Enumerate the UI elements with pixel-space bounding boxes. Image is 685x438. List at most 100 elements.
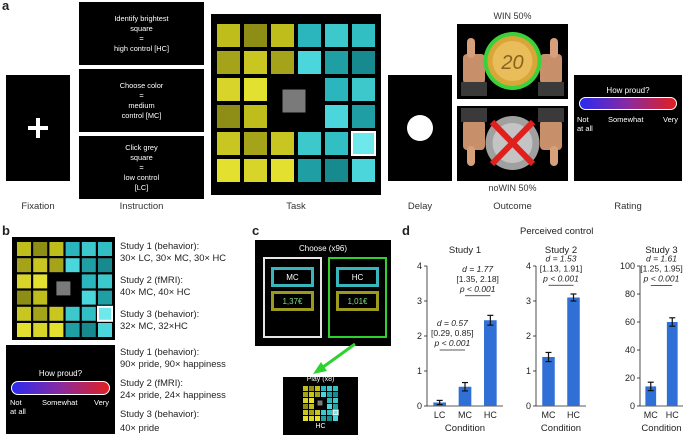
stimulus-square[interactable] <box>98 274 112 289</box>
stimulus-square[interactable] <box>315 416 320 421</box>
stimulus-square[interactable] <box>217 51 240 74</box>
stimulus-square[interactable] <box>352 78 375 101</box>
grey-square[interactable] <box>282 89 306 113</box>
stimulus-square[interactable] <box>81 306 96 321</box>
stimulus-square[interactable] <box>325 159 348 182</box>
stimulus-square[interactable] <box>49 306 64 321</box>
stimulus-square[interactable] <box>33 242 48 256</box>
stimulus-square[interactable] <box>65 258 80 273</box>
stimulus-square[interactable] <box>352 159 375 182</box>
stimulus-square[interactable] <box>327 410 332 415</box>
stimulus-square[interactable] <box>17 258 31 273</box>
stimulus-square[interactable] <box>315 392 320 397</box>
stimulus-square[interactable] <box>271 159 294 182</box>
stimulus-square[interactable] <box>333 392 338 397</box>
stimulus-square[interactable] <box>333 404 338 409</box>
stimulus-square[interactable] <box>271 24 294 47</box>
stimulus-square[interactable] <box>33 274 48 289</box>
stimulus-square[interactable] <box>298 24 321 47</box>
stimulus-square[interactable] <box>327 398 332 403</box>
stimulus-square[interactable] <box>17 274 31 289</box>
stimulus-square[interactable] <box>81 290 96 305</box>
stimulus-square[interactable] <box>327 416 332 421</box>
stimulus-square[interactable] <box>49 242 64 256</box>
stimulus-square[interactable] <box>244 132 267 155</box>
stimulus-square[interactable] <box>321 416 326 421</box>
stimulus-square[interactable] <box>244 78 267 101</box>
stimulus-square[interactable] <box>303 404 308 409</box>
stimulus-square[interactable] <box>298 159 321 182</box>
stimulus-square[interactable] <box>333 386 338 391</box>
stimulus-square[interactable] <box>244 24 267 47</box>
stimulus-square[interactable] <box>303 392 308 397</box>
stimulus-square[interactable] <box>325 132 348 155</box>
stimulus-square[interactable] <box>17 306 31 321</box>
stimulus-square[interactable] <box>325 51 348 74</box>
stimulus-square[interactable] <box>81 323 96 337</box>
stimulus-square[interactable] <box>309 404 314 409</box>
stimulus-square[interactable] <box>244 105 267 128</box>
stimulus-square[interactable] <box>33 290 48 305</box>
stimulus-square[interactable] <box>352 51 375 74</box>
stimulus-square[interactable] <box>303 386 308 391</box>
stimulus-square[interactable] <box>271 132 294 155</box>
stimulus-square[interactable] <box>309 416 314 421</box>
stimulus-square[interactable] <box>244 159 267 182</box>
stimulus-square[interactable] <box>315 386 320 391</box>
stimulus-square[interactable] <box>352 105 375 128</box>
stimulus-square[interactable] <box>303 410 308 415</box>
stimulus-square[interactable] <box>81 274 96 289</box>
stimulus-square[interactable] <box>98 323 112 337</box>
stimulus-square[interactable] <box>217 24 240 47</box>
stimulus-square[interactable] <box>33 306 48 321</box>
stimulus-square[interactable] <box>325 78 348 101</box>
stimulus-square[interactable] <box>309 398 314 403</box>
stimulus-square[interactable] <box>33 323 48 337</box>
grey-square[interactable] <box>317 400 323 406</box>
stimulus-square[interactable] <box>325 24 348 47</box>
stimulus-square[interactable] <box>271 51 294 74</box>
stimulus-square[interactable] <box>244 51 267 74</box>
stimulus-square[interactable] <box>298 132 321 155</box>
stimulus-square[interactable] <box>17 323 31 337</box>
stimulus-square[interactable] <box>321 410 326 415</box>
stimulus-square[interactable] <box>49 323 64 337</box>
stimulus-square[interactable] <box>98 290 112 305</box>
stimulus-square[interactable] <box>327 392 332 397</box>
stimulus-square[interactable] <box>309 386 314 391</box>
stimulus-square[interactable] <box>309 410 314 415</box>
stimulus-square[interactable] <box>303 398 308 403</box>
option-hc-card[interactable]: HC 1,01€ <box>328 257 387 338</box>
stimulus-square[interactable] <box>333 416 338 421</box>
stimulus-square[interactable] <box>327 404 332 409</box>
stimulus-square[interactable] <box>17 290 31 305</box>
grey-square[interactable] <box>56 281 71 296</box>
stimulus-square[interactable] <box>98 258 112 273</box>
stimulus-square[interactable] <box>332 409 339 416</box>
stimulus-square[interactable] <box>315 410 320 415</box>
stimulus-square[interactable] <box>217 78 240 101</box>
stimulus-square[interactable] <box>217 105 240 128</box>
stimulus-square[interactable] <box>65 306 80 321</box>
stimulus-square[interactable] <box>97 305 113 322</box>
stimulus-square[interactable] <box>217 132 240 155</box>
stimulus-square[interactable] <box>81 242 96 256</box>
stimulus-square[interactable] <box>65 242 80 256</box>
stimulus-square[interactable] <box>49 258 64 273</box>
stimulus-square[interactable] <box>303 416 308 421</box>
stimulus-square[interactable] <box>321 386 326 391</box>
stimulus-square[interactable] <box>352 24 375 47</box>
stimulus-square[interactable] <box>309 392 314 397</box>
stimulus-square[interactable] <box>217 159 240 182</box>
stimulus-square[interactable] <box>98 242 112 256</box>
stimulus-square[interactable] <box>321 392 326 397</box>
stimulus-square[interactable] <box>65 323 80 337</box>
stimulus-square[interactable] <box>33 258 48 273</box>
stimulus-square[interactable] <box>333 398 338 403</box>
stimulus-square[interactable] <box>17 242 31 256</box>
stimulus-square[interactable] <box>351 131 376 156</box>
stimulus-square[interactable] <box>327 386 332 391</box>
stimulus-square[interactable] <box>81 258 96 273</box>
rating-scale-bar[interactable] <box>579 97 677 110</box>
stimulus-square[interactable] <box>298 51 321 74</box>
